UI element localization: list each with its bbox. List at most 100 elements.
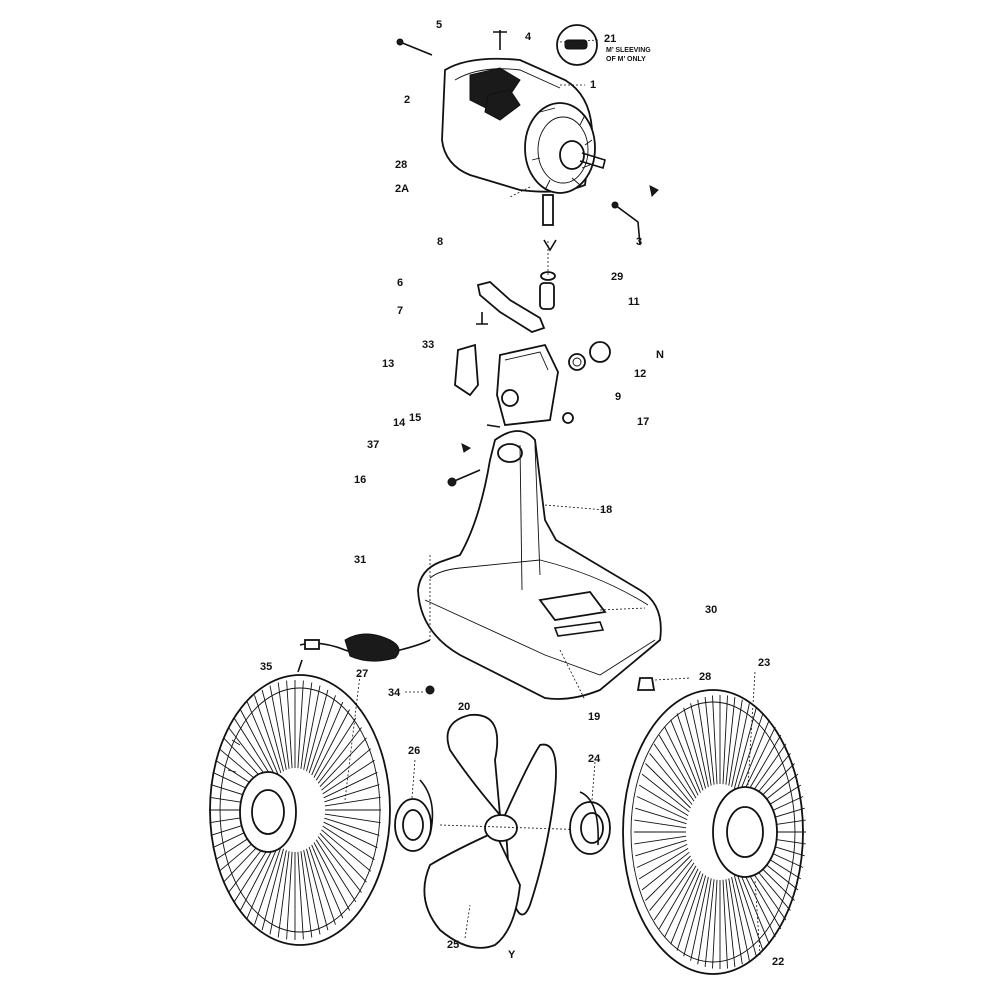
label-19: 19 [588, 711, 600, 723]
part-labels: 5 4 21 M’ SLEEVING OF M’ ONLY 1 2 28 2A … [260, 19, 784, 968]
guard-spoke [641, 773, 690, 813]
guard-spoke [725, 697, 736, 785]
guard-spoke [697, 878, 712, 965]
label-18: 18 [600, 504, 612, 516]
guard-spoke [664, 726, 699, 796]
guard-spoke [670, 719, 701, 793]
guard-spoke [712, 879, 718, 969]
stand-base [299, 430, 662, 700]
guard-spoke [683, 875, 707, 957]
guard-spoke [277, 851, 290, 938]
guard-spoke [297, 680, 304, 769]
label-20: 20 [458, 701, 470, 713]
guard-spoke [731, 877, 750, 961]
guard-spoke [300, 682, 313, 769]
guard-spoke [261, 848, 284, 931]
guard-spoke [670, 871, 701, 945]
guard-spoke [722, 695, 728, 785]
guard-spoke [317, 727, 362, 784]
guard-spoke [306, 848, 329, 931]
guard-spoke [286, 680, 293, 769]
guard-spoke [638, 848, 689, 880]
guard-spoke [697, 699, 712, 786]
label-25: 25 [447, 939, 459, 951]
guard-spoke [324, 817, 380, 836]
guard-spoke [638, 784, 689, 816]
guard-spoke [324, 784, 380, 803]
label-5: 5 [436, 19, 442, 31]
label-28b: 28 [699, 671, 711, 683]
label-27: 27 [356, 668, 368, 680]
label-1: 1 [590, 79, 596, 91]
label-8: 8 [437, 236, 443, 248]
label-17: 17 [637, 416, 649, 428]
guard-spoke [664, 868, 699, 938]
guard-spoke [254, 695, 282, 774]
guard-spoke [303, 850, 321, 935]
guard-spoke [254, 846, 282, 925]
guard-spoke [315, 839, 357, 903]
guard-spoke [636, 796, 688, 821]
guard-spoke [722, 879, 728, 969]
label-4: 4 [525, 31, 532, 43]
label-6: 6 [397, 277, 403, 289]
guard-spoke [741, 726, 776, 796]
label-n: N [656, 349, 664, 361]
blade-assembly [394, 714, 611, 949]
guard-spoke [712, 695, 718, 785]
label-24: 24 [588, 753, 601, 765]
note-only: OF M’ ONLY [606, 56, 646, 63]
guard-spoke [303, 685, 321, 770]
label-26: 26 [408, 745, 420, 757]
guard-spoke [645, 763, 691, 809]
label-3: 3 [636, 236, 642, 248]
label-33: 33 [422, 339, 434, 351]
label-34: 34 [388, 687, 401, 699]
guard-spoke [313, 842, 350, 911]
guard-spoke [323, 771, 378, 799]
guard-spoke [240, 709, 277, 778]
guard-spoke [641, 851, 690, 891]
guard-spoke [635, 807, 687, 825]
guard-spoke [319, 737, 367, 788]
guard-spoke [741, 868, 776, 938]
label-23: 23 [758, 657, 770, 669]
guard-spoke [704, 879, 715, 967]
guard-spoke [277, 682, 290, 769]
guard-spoke [739, 871, 770, 945]
guard-spoke [653, 743, 695, 802]
label-29: 29 [611, 271, 623, 283]
guard-spoke [308, 846, 336, 925]
guard-spoke [731, 703, 750, 787]
label-35: 35 [260, 661, 272, 673]
label-2: 2 [404, 94, 410, 106]
label-9: 9 [615, 391, 621, 403]
guard-spoke [635, 839, 687, 857]
label-11: 11 [628, 296, 640, 308]
guard-spoke [311, 701, 344, 776]
guard-spoke [322, 759, 375, 795]
guard-spoke [322, 825, 375, 861]
guard-spoke [733, 707, 757, 789]
guard-spoke [269, 685, 287, 770]
guard-spoke [323, 821, 378, 849]
guard-spoke [634, 819, 687, 829]
label-16: 16 [354, 474, 366, 486]
label-y: Y [508, 949, 516, 961]
label-2a: 2A [395, 183, 409, 195]
label-22: 22 [772, 956, 784, 968]
guard-spoke [649, 859, 693, 911]
guard-spoke [690, 703, 709, 787]
guard-spoke [676, 713, 704, 791]
guard-spoke [658, 734, 697, 799]
rear-guard [209, 659, 391, 946]
guard-spoke [300, 851, 313, 938]
guard-spoke [233, 717, 275, 781]
guard-spoke [311, 844, 344, 919]
guard-spoke [321, 748, 372, 791]
guard-spoke [683, 707, 707, 789]
guard-spoke [308, 695, 336, 774]
guard-spoke [313, 709, 350, 778]
guard-spoke [246, 844, 279, 919]
